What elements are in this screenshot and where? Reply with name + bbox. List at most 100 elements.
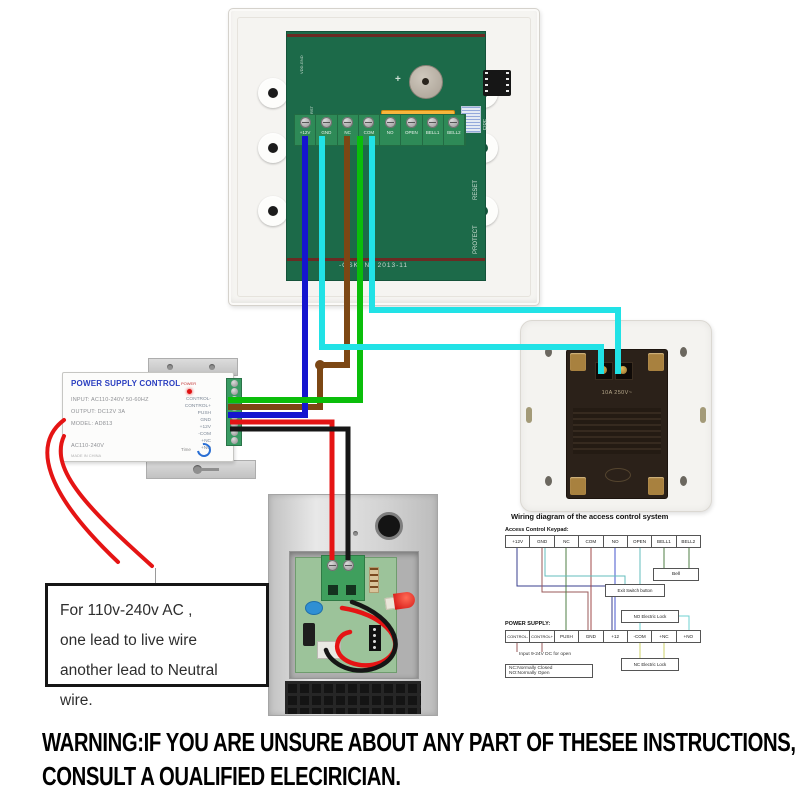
mini-notes-box: NC:Normally Closed NO:Normally Open [505,664,593,678]
terminal-label: NC [344,130,351,135]
mini-cell: NO [604,536,628,547]
pcb-label-protect: PROTECT [473,225,479,254]
mini-cell: CONTROL+ [530,631,555,642]
mini-cell: BELL1 [652,536,677,547]
component [303,623,315,646]
mini-cell: +12V [506,536,531,547]
exit-button-back: 10A 250V~ [520,320,712,512]
mini-cell: -COM [628,631,653,642]
mini-cell: NC [555,536,580,547]
terminal-label: +12V [299,130,311,135]
ac-note-box: For 110v-240v AC , one lead to live wire… [45,583,269,709]
terminal-label: BELL1 [425,130,440,135]
buzzer-plus-mark: + [395,74,401,85]
psu-terminal-label: GND [200,418,211,423]
capacitor [305,601,323,615]
power-supply-body: POWER SUPPLY CONTROL INPUT: AC110-240V 5… [62,372,234,462]
screw-hole [545,347,552,357]
keypad-pcb: VDD-GND RST + FIRE RESET PROTECT +12V GN… [286,31,511,281]
psu-output-spec: OUTPUT: DC12V 3A [71,409,126,415]
pcb-board-id: -OSK IN9 2013-11 [339,262,408,269]
mini-wiring-diagram: Wiring diagram of the access control sys… [505,512,701,690]
psu-terminal-label: PUSH [197,411,211,416]
psu-input-spec: INPUT: AC110-240V 50-60HZ [71,397,149,403]
mini-diagram-title: Wiring diagram of the access control sys… [511,512,669,521]
note-line: For 110v-240v AC , [60,602,193,619]
pcb-stripe [287,34,485,37]
switch-emblem [605,468,631,482]
buzzer [409,65,443,99]
mini-cell: BELL2 [681,539,696,544]
pcb-label-rst: RST [309,106,314,114]
terminal-label: COM [363,130,375,135]
fire-sticker [461,106,481,133]
mini-power-label: POWER SUPPLY: [505,621,551,627]
mini-wire-gnd [541,546,589,630]
small-hole [353,531,358,536]
standoff-hole [258,78,288,108]
mini-cell: OPEN [628,536,653,547]
screw-hole [545,476,552,486]
mini-exit-box: Exit Switch button [605,584,665,597]
keypad-back-panel: VDD-GND RST + FIRE RESET PROTECT +12V GN… [228,8,540,306]
psu-model: MODEL: AD813 [71,421,113,427]
mini-power-row: CONTROL- CONTROL+ PUSH GND +12 -COM +NC … [505,630,701,643]
mini-bell-box: Bell [653,568,699,581]
connector [317,641,341,659]
psu-terminal-label: +NO [201,446,211,451]
warning-line-1: WARNING:IF YOU ARE UNSURE ABOUT ANY PART… [42,727,796,757]
warning-line-2: CONSULT A OUALIFIED ELECIRICIAN. [42,761,401,791]
mini-cell: GND [530,536,555,547]
standoff-hole [258,133,288,163]
psu-terminal-label: CONTROL- [185,397,211,402]
psu-terminal-label: +12V [199,425,211,430]
mini-cell: +NO [683,634,694,639]
leader-line [155,568,156,584]
mounting-slot [700,407,706,423]
mini-cell: COM [579,536,604,547]
psu-title: POWER SUPPLY CONTROL [71,379,181,388]
mounting-flange-bottom [146,460,256,479]
mini-no-note: NO:Normally Open [509,671,550,676]
wire-terminal [615,362,633,380]
eeprom-chip [483,70,511,96]
mini-no-lock-box: NO Electric Lock [621,610,679,623]
pcb-stripe [287,258,485,261]
power-supply-unit: POWER SUPPLY CONTROL INPUT: AC110-240V 5… [62,356,256,482]
psu-ac-label: AC110-240V [71,443,105,449]
power-led [187,389,192,394]
mounting-slot [526,407,532,423]
mini-nc-lock-box: NC Electric Lock [621,658,679,671]
switch-rating: 10A 250V~ [601,390,633,396]
psu-terminal-label: -COM [198,432,211,437]
bell-hole [375,512,403,540]
mini-keypad-label: Access Control Keypad: [505,527,569,533]
mini-cell: +NC [652,631,677,642]
psu-terminal-label: +NC [201,439,211,444]
wire-junction-dot [315,360,325,370]
psu-power-label: POWER [181,381,197,386]
terminal-label: BELL2 [447,130,461,135]
psu-terminal-label: CONTROL+ [184,404,211,409]
pcb-label-vdd: VDD-GND [299,55,304,74]
mini-input-note: Input 9-24V DC for open [519,652,571,657]
bell-terminal-block [321,555,365,601]
terminal-label: NO [386,130,394,135]
note-line: one lead to live wire [60,632,197,649]
terminal-label: GND [321,130,332,135]
bell-texture-band [285,681,421,714]
pcb-label-reset: RESET [473,179,479,200]
switch-ridges [573,408,661,454]
terminal-label: OPEN [404,130,418,135]
mini-nc-note: NC:Normally Closed [509,666,553,671]
psu-terminal-block [226,378,242,446]
mini-cell: GND [579,631,604,642]
screw-hole [680,476,687,486]
wire-terminal [595,362,613,380]
pin-header [369,625,381,651]
mini-cell: PUSH [555,631,580,642]
pcb-label-fire: FIRE [483,118,489,130]
door-bell-device [268,494,438,716]
mini-wire-gnd-exit [544,546,626,584]
